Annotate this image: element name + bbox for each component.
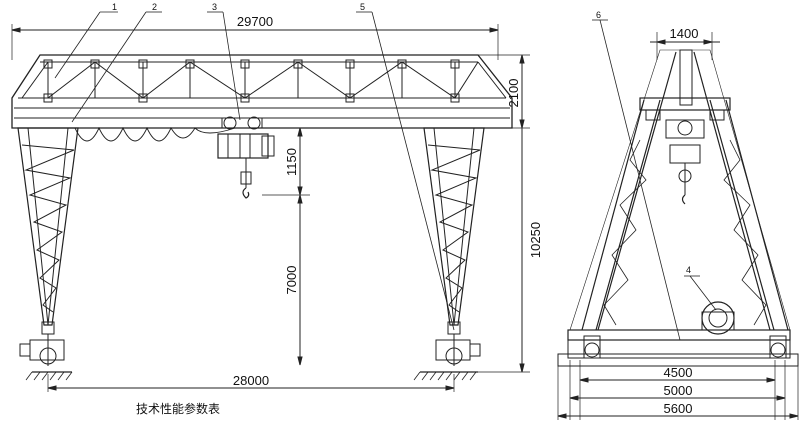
front-view <box>11 11 530 392</box>
hook-dimensions <box>262 127 310 366</box>
callout-1: 1 <box>112 2 117 12</box>
lift-height-label: 7000 <box>284 266 299 295</box>
callout-2: 2 <box>152 2 157 12</box>
drawing-caption: 技术性能参数表 <box>136 401 220 416</box>
top-width-label: 1400 <box>670 26 699 41</box>
rail-span-dimension <box>47 374 455 392</box>
span-rails-label: 28000 <box>233 373 269 388</box>
side-view <box>557 19 799 420</box>
left-leg-truss <box>17 127 79 381</box>
base-width-dimensions <box>557 360 799 420</box>
top-span-dimension <box>11 24 499 60</box>
main-girder-truss <box>11 54 513 129</box>
callout-4: 4 <box>686 265 691 275</box>
callout-leaders <box>54 11 455 331</box>
height-dimensions <box>478 54 530 373</box>
festoon-cable <box>74 126 236 142</box>
right-leg-truss <box>413 127 485 381</box>
top-width-dimension <box>650 32 720 60</box>
side-callout-leaders <box>592 19 717 341</box>
side-legs-truss <box>569 49 791 331</box>
callout-5: 5 <box>360 2 365 12</box>
side-hoist <box>665 119 705 205</box>
callout-3: 3 <box>212 2 217 12</box>
total-height-label: 10250 <box>528 222 543 258</box>
base-width-outer-label: 5600 <box>664 401 693 416</box>
callout-6: 6 <box>596 10 601 20</box>
hook-drop-label: 1150 <box>284 148 299 176</box>
base-width-inner-label: 4500 <box>664 365 693 380</box>
side-drum-motor <box>701 301 735 335</box>
base-width-mid-label: 5000 <box>664 383 693 398</box>
side-base-beam <box>557 329 799 367</box>
truss-height-label: 2100 <box>506 79 521 108</box>
electric-hoist <box>217 116 275 199</box>
span-total-label: 29700 <box>237 14 273 29</box>
